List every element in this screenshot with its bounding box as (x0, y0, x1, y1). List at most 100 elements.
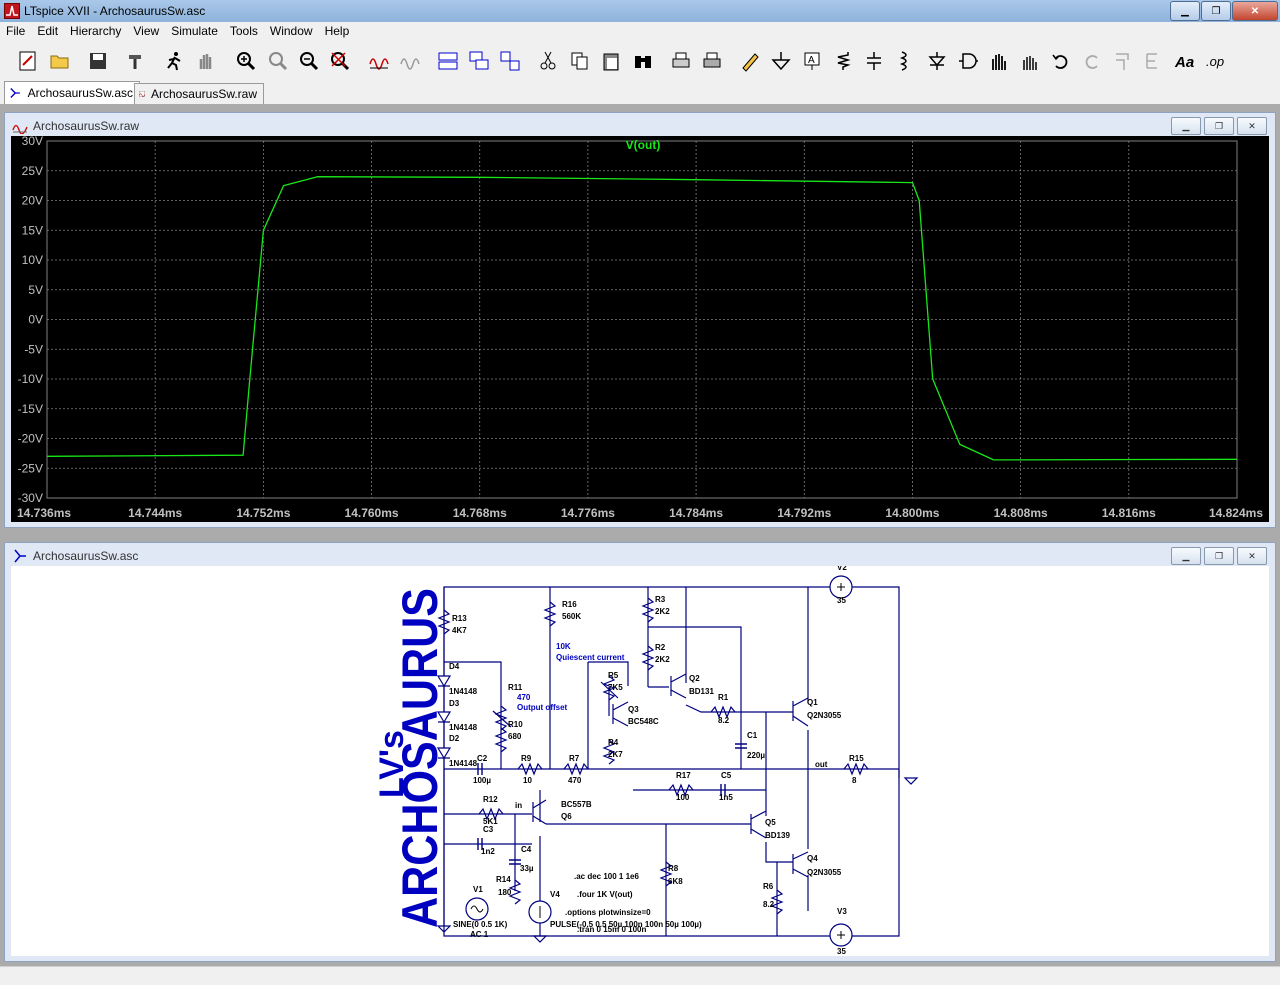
menu-hierarchy[interactable]: Hierarchy (70, 24, 122, 38)
label-net-button[interactable]: A (800, 49, 824, 73)
source-marks (470, 583, 845, 939)
zoom-out-button[interactable] (297, 49, 321, 73)
schematic-drawing[interactable]: LV's ARCHOSAURUS (11, 563, 1269, 956)
schematic-window-icon (14, 549, 26, 563)
cut-button[interactable] (536, 49, 560, 73)
schematic-restore-button[interactable]: ❐ (1204, 547, 1234, 565)
schematic-label: .tran 0 15m 0 100n (577, 925, 646, 934)
tile-horizontal-button[interactable] (436, 49, 460, 73)
run-button[interactable] (162, 49, 186, 73)
logo-line1: LV's (373, 730, 411, 798)
schematic-label: 2K2 (655, 655, 670, 664)
drag-hand-icon (1023, 56, 1037, 70)
pan-button[interactable] (266, 49, 290, 73)
text-button[interactable]: Aa (1173, 49, 1197, 73)
x-tick-label: 14.760ms (345, 506, 399, 520)
halt-button[interactable] (194, 49, 218, 73)
schematic-label: 4K7 (452, 626, 467, 635)
app-titlebar[interactable]: LTspice XVII - ArchosaurusSw.asc ▁ ❐ ✕ (0, 0, 1280, 23)
x-tick-label: 14.792ms (777, 506, 831, 520)
schematic-window[interactable]: ArchosaurusSw.asc ▁ ❐ ✕ LV's ARCHOSAURUS (4, 542, 1276, 962)
new-schematic-button[interactable] (16, 49, 40, 73)
printer-stack-icon (703, 52, 721, 68)
folder-open-icon (50, 55, 69, 69)
schematic-minimize-button[interactable]: ▁ (1171, 547, 1201, 565)
open-button[interactable] (48, 49, 72, 73)
waveform-restore-button[interactable]: ❐ (1204, 117, 1234, 135)
y-tick-label: 25V (22, 164, 43, 178)
schematic-label: Q1 (807, 698, 818, 707)
schematic-label: 10K (556, 642, 571, 651)
menu-file[interactable]: File (6, 24, 26, 38)
drag-button[interactable] (1018, 49, 1042, 73)
menu-simulate[interactable]: Simulate (171, 24, 218, 38)
pencil-icon (742, 53, 759, 72)
tab-schematic[interactable]: ArchosaurusSw.asc (4, 81, 140, 104)
ground-button[interactable] (769, 49, 793, 73)
tab-waveform[interactable]: ArchosaurusSw.raw (134, 83, 264, 104)
copy-button[interactable] (568, 49, 592, 73)
resistor-button[interactable] (831, 49, 855, 73)
schematic-label: BC548C (628, 717, 659, 726)
marker-button[interactable] (398, 49, 422, 73)
menu-window[interactable]: Window (269, 24, 313, 38)
control-panel-button[interactable] (124, 49, 148, 73)
schematic-label: Quiescent current (556, 653, 625, 662)
move-button[interactable] (987, 49, 1011, 73)
trace-label[interactable]: V(out) (626, 138, 661, 152)
redo-button[interactable] (1080, 49, 1104, 73)
inductor-button[interactable] (893, 49, 917, 73)
minimize-button[interactable]: ▁ (1170, 1, 1200, 21)
restore-button[interactable]: ❐ (1201, 1, 1231, 21)
menu-help[interactable]: Help (324, 24, 350, 38)
autorange-button[interactable] (367, 49, 391, 73)
print-button[interactable] (700, 49, 724, 73)
mirror-button[interactable] (1142, 49, 1166, 73)
resistors (437, 597, 869, 915)
capacitors (477, 743, 747, 865)
menu-tools[interactable]: Tools (229, 24, 258, 38)
y-tick-label: 0V (28, 313, 43, 327)
tile-vertical-button[interactable] (498, 49, 522, 73)
schematic-close-button[interactable]: ✕ (1237, 547, 1267, 565)
waveform-chart[interactable]: 30V25V20V15V10V5V0V-5V-10V-15V-20V-25V-3… (11, 134, 1269, 522)
waveform-close-button[interactable]: ✕ (1237, 117, 1267, 135)
capacitor-button[interactable] (862, 49, 886, 73)
find-button[interactable] (631, 49, 655, 73)
menu-view[interactable]: View (133, 24, 160, 38)
transistors (532, 673, 809, 878)
paste-button[interactable] (599, 49, 623, 73)
schematic-canvas[interactable]: LV's ARCHOSAURUS (11, 563, 1269, 956)
save-button[interactable] (86, 49, 110, 73)
diode-button[interactable] (925, 49, 949, 73)
draw-wire-button[interactable] (738, 49, 762, 73)
rotate-button[interactable] (1111, 49, 1135, 73)
close-button[interactable]: ✕ (1232, 1, 1278, 21)
component-button[interactable] (956, 49, 980, 73)
print-setup-button[interactable] (669, 49, 693, 73)
waveform-minimize-button[interactable]: ▁ (1171, 117, 1201, 135)
cascade-button[interactable] (467, 49, 491, 73)
schematic-label: C4 (521, 845, 532, 854)
trace-vout[interactable] (46, 176, 1238, 461)
component-icon (959, 53, 978, 69)
schematic-label: 33µ (520, 864, 534, 873)
undo-button[interactable] (1049, 49, 1073, 73)
move-hand-icon (992, 54, 1006, 70)
schematic-label: R4 (608, 738, 619, 747)
mirror-icon (1146, 53, 1157, 69)
plot-frame (46, 140, 1238, 499)
y-tick-label: 5V (28, 283, 43, 297)
schematic-label: 2K7 (608, 750, 623, 759)
zoom-in-button[interactable] (234, 49, 258, 73)
ltspice-app-icon (4, 3, 20, 19)
minimize-icon: ▁ (1182, 120, 1190, 131)
waveform-window-title: ArchosaurusSw.raw (33, 119, 140, 133)
menu-edit[interactable]: Edit (37, 24, 59, 38)
spice-directive-button[interactable]: .op (1204, 49, 1228, 73)
zoom-full-button[interactable] (328, 49, 352, 73)
new-schematic-icon (19, 51, 36, 71)
schematic-label: V1 (473, 885, 483, 894)
